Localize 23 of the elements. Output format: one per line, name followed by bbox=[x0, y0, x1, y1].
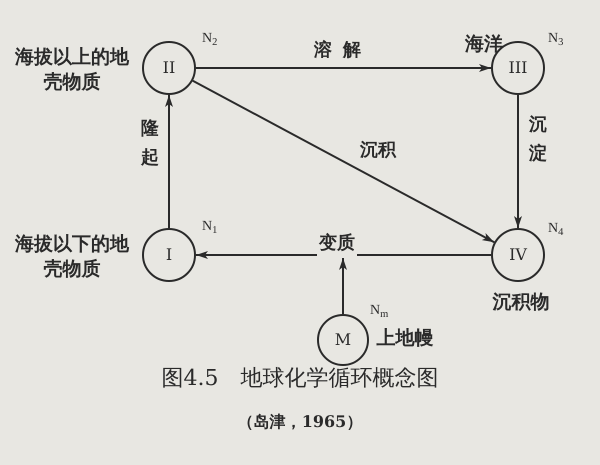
node-caption: 沉积物 bbox=[491, 290, 550, 315]
node-caption: 海洋 bbox=[464, 32, 504, 57]
quantity-label: N$_{4}$ bbox=[548, 220, 564, 239]
roman-numeral: II bbox=[162, 60, 176, 76]
roman-numeral: M bbox=[334, 332, 352, 348]
node-caption: 上地幔 bbox=[376, 326, 434, 351]
quantity-label: N$_{m}$ bbox=[370, 302, 390, 321]
roman-numeral: IV bbox=[509, 247, 527, 263]
arrow bbox=[192, 80, 495, 244]
arrow bbox=[339, 258, 347, 314]
citation: （岛津，1965） bbox=[238, 411, 362, 433]
arrow bbox=[196, 64, 491, 72]
quantity-label: N$_{1}$ bbox=[202, 218, 218, 237]
node-caption: 海拔以上的地壳物质 bbox=[14, 45, 130, 94]
figure-caption: 图4.5 地球化学循环概念图 bbox=[160, 365, 440, 393]
quantity-label: N$_{3}$ bbox=[548, 30, 564, 49]
roman-numeral: I bbox=[166, 247, 172, 263]
arrow bbox=[165, 95, 173, 228]
roman-numeral: III bbox=[508, 60, 528, 76]
quantity-label: N$_{2}$ bbox=[202, 30, 218, 49]
arrow bbox=[514, 95, 522, 228]
node-caption: 海拔以下的地壳物质 bbox=[14, 232, 130, 282]
edge-label: 变质 bbox=[317, 230, 357, 256]
